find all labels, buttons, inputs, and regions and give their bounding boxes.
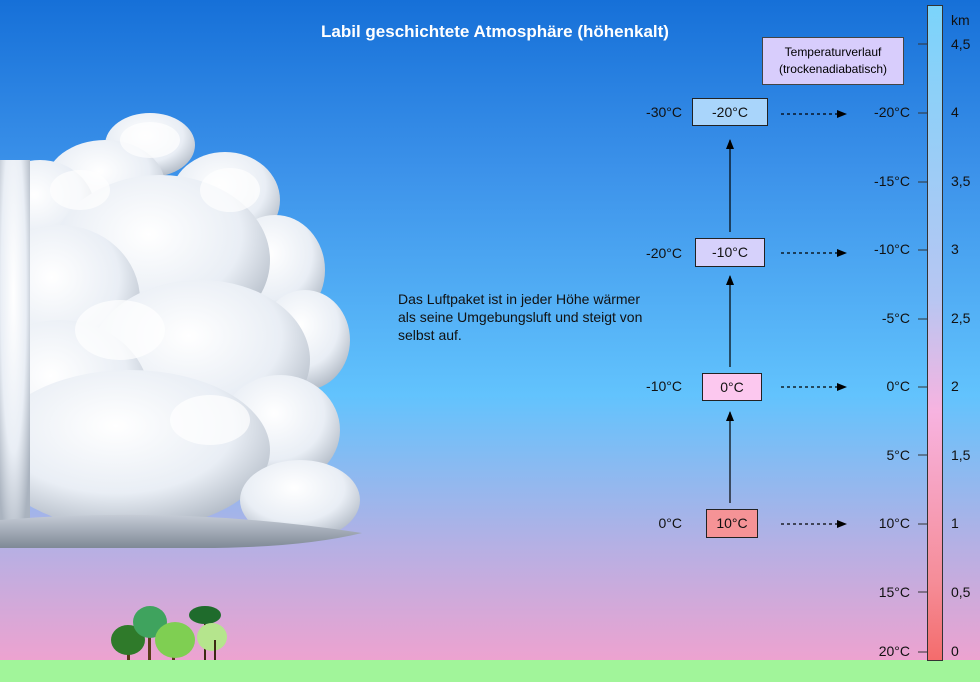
scale-temp-5: 0°C — [886, 378, 911, 394]
km-label-5: 2,5 — [951, 310, 971, 326]
scale-temp-9: 20°C — [878, 643, 910, 659]
km-label-7: 1,5 — [951, 447, 971, 463]
air-parcel-box-4: 10°C — [706, 509, 758, 538]
environment-temp-4: 0°C — [658, 515, 683, 531]
km-label-8: 1 — [951, 515, 959, 531]
scale-temp-4: -5°C — [881, 310, 910, 326]
km-label-6: 2 — [951, 378, 959, 394]
scale-temp-3: -10°C — [874, 241, 910, 257]
km-label-2: 4 — [951, 104, 959, 120]
environment-temp-2: -20°C — [646, 245, 682, 261]
scale-temp-1: -20°C — [874, 104, 910, 120]
diagram-title: Labil geschichtete Atmosphäre (höhenkalt… — [321, 22, 669, 41]
legend-line-2: (trockenadiabatisch) — [778, 62, 888, 76]
environment-temp-1: -30°C — [646, 104, 682, 120]
legend-line-1: Temperaturverlauf — [784, 45, 882, 59]
air-parcel-box-3: 0°C — [702, 373, 762, 401]
scale-temp-6: 5°C — [886, 447, 911, 463]
scale-temp-8: 15°C — [878, 584, 910, 600]
km-label-3: 3,5 — [951, 173, 971, 189]
km-label-4: 3 — [951, 241, 959, 257]
km-unit-label: km — [951, 12, 970, 28]
legend-box: Temperaturverlauf (trockenadiabatisch) — [762, 37, 904, 85]
scale-temp-7: 10°C — [878, 515, 910, 531]
km-label-9: 0,5 — [951, 584, 971, 600]
scale-temp-2: -15°C — [874, 173, 910, 189]
air-parcel-box-1: -20°C — [692, 98, 768, 126]
description-text: Das Luftpaket ist in jeder Höhe wärmer a… — [398, 291, 643, 343]
air-parcel-box-2: -10°C — [695, 238, 765, 267]
km-label-10: 0 — [951, 643, 959, 659]
ground — [0, 660, 980, 682]
environment-temp-3: -10°C — [646, 378, 682, 394]
altitude-scale-bar — [927, 5, 943, 661]
km-label-1: 4,5 — [951, 36, 971, 52]
